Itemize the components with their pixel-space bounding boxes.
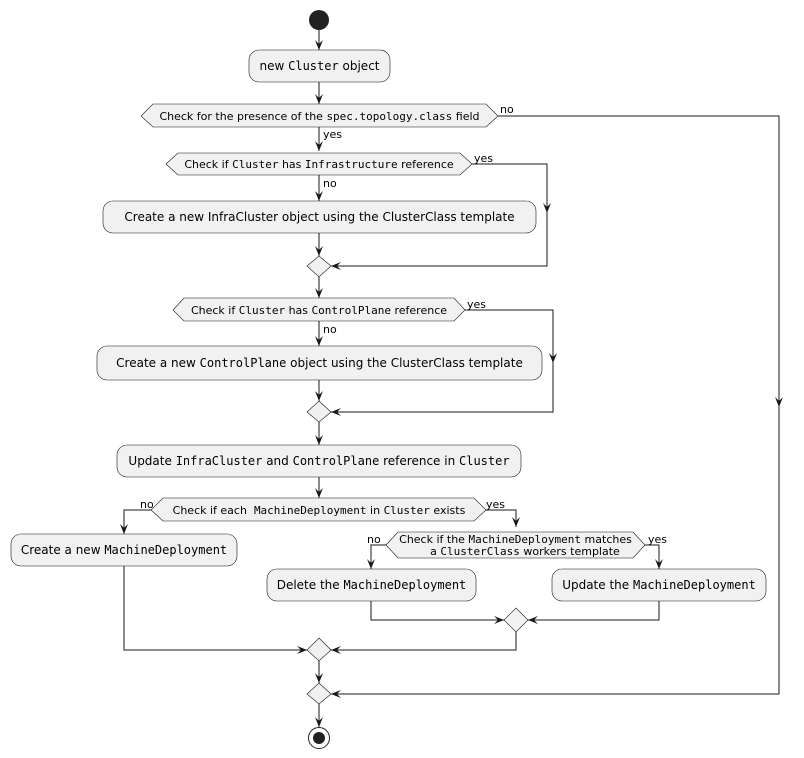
decision-topology-class xyxy=(140,103,499,128)
activity-create-machinedeployment xyxy=(10,533,238,567)
activity-create-machinedeployment-text: Create a new MachineDeployment xyxy=(21,543,227,557)
activity-update-machinedeployment-text: Update the MachineDeployment xyxy=(562,578,756,592)
merge-topology-diamond xyxy=(306,682,332,705)
decision-machinedeployment-exists xyxy=(150,497,487,522)
activity-delete-machinedeployment-text: Delete the MachineDeployment xyxy=(277,578,467,592)
merge-md-diamond xyxy=(306,637,332,662)
activity-update-machinedeployment xyxy=(551,568,767,602)
activity-create-controlplane-text: Create a new ControlPlane object using t… xyxy=(116,356,523,370)
label-cp-no: no xyxy=(323,323,337,336)
label-md-yes: yes xyxy=(486,498,505,511)
decision-machinedeployment-matches-text-1: Check if the MachineDeployment matches xyxy=(399,533,632,546)
activity-update-references-text: Update InfraCluster and ControlPlane ref… xyxy=(128,454,509,468)
label-topology-no: no xyxy=(500,103,514,116)
merge-cp-diamond xyxy=(306,400,332,423)
label-topology-yes: yes xyxy=(323,128,342,141)
end-node xyxy=(313,732,325,744)
activity-delete-machinedeployment xyxy=(266,568,477,602)
decision-machinedeployment-matches-text-2: a ClusterClass workers template xyxy=(430,545,620,558)
activity-create-infracluster-text: Create a new InfraCluster object using t… xyxy=(124,210,514,224)
activity-new-cluster-text: new Cluster object xyxy=(260,59,380,73)
decision-controlplane-reference-text: Check if Cluster has ControlPlane refere… xyxy=(191,304,447,317)
label-md-no: no xyxy=(140,498,154,511)
label-cp-yes: yes xyxy=(467,298,486,311)
decision-controlplane-reference xyxy=(172,297,466,322)
label-infra-yes: yes xyxy=(474,152,493,165)
label-infra-no: no xyxy=(323,177,337,190)
decision-topology-class-text: Check for the presence of the spec.topol… xyxy=(159,110,479,123)
label-match-yes: yes xyxy=(648,533,667,546)
merge-infra-diamond xyxy=(306,255,332,278)
merge-md-match-diamond xyxy=(503,607,529,633)
start-node xyxy=(309,10,329,30)
decision-infrastructure-reference-text: Check if Cluster has Infrastructure refe… xyxy=(184,158,454,171)
activity-create-controlplane xyxy=(96,345,543,381)
decision-machinedeployment-exists-text: Check if each MachineDeployment in Clust… xyxy=(173,504,466,517)
activity-new-cluster xyxy=(248,49,391,83)
decision-machinedeployment-matches xyxy=(385,531,646,559)
activity-update-references xyxy=(116,444,522,478)
decision-infrastructure-reference xyxy=(165,152,473,176)
label-match-no: no xyxy=(367,533,381,546)
arrowheads xyxy=(120,40,783,727)
activity-create-infracluster xyxy=(102,200,537,234)
